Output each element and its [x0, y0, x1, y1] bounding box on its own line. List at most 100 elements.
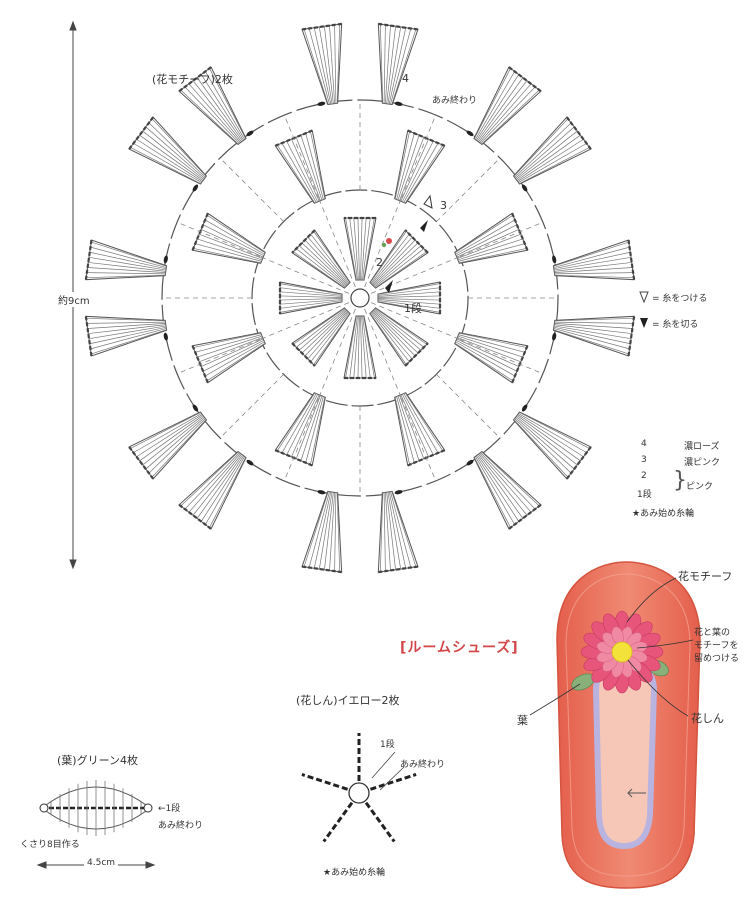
- attach-yarn-icon: [423, 194, 433, 209]
- legend-start-note: ★あみ始め糸輪: [632, 509, 695, 519]
- flower-center-start-note: ★あみ始め糸輪: [323, 868, 386, 878]
- round-2-petal: [291, 229, 351, 289]
- slip-stitch-mark: [246, 459, 254, 466]
- round-2-petal: [291, 307, 351, 367]
- chain-spoke: [219, 157, 284, 222]
- legend-row-color: 濃ピンク: [684, 458, 721, 468]
- slip-stitch-mark: [466, 459, 474, 466]
- round-4-petal: [473, 66, 542, 146]
- legend-row-num: 3: [641, 455, 647, 465]
- shoe-leaf-label: 葉: [517, 714, 528, 727]
- chain-spoke: [400, 397, 437, 482]
- slip-stitch-mark: [521, 404, 528, 412]
- shoe-flower-label: 花モチーフ: [678, 570, 733, 583]
- round-4-petal: [84, 239, 168, 281]
- slip-stitch-mark: [394, 490, 403, 495]
- round-3-petal: [454, 212, 529, 264]
- leaf-round-label: ←1段: [158, 804, 181, 814]
- slip-stitch-mark: [394, 101, 403, 106]
- slip-stitch-mark: [192, 404, 199, 412]
- shoe-attach-label-3: 留めつける: [694, 654, 740, 664]
- round-1-label: 1段: [404, 302, 422, 315]
- legend-row-color: 濃ローズ: [684, 442, 720, 452]
- round-3-petal: [274, 129, 326, 204]
- round-4-petal: [552, 315, 636, 357]
- slip-stitch-mark: [552, 255, 557, 264]
- slip-stitch-mark: [466, 130, 474, 137]
- chain-spoke: [364, 198, 402, 288]
- leaf-end-label: あみ終わり: [158, 821, 204, 831]
- chain-spoke: [219, 374, 284, 439]
- legend-row-num: 4: [641, 439, 647, 449]
- round-3-petal: [274, 392, 326, 467]
- slip-stitch-mark: [163, 255, 168, 264]
- chain-spoke: [436, 157, 501, 222]
- flower-center-end-label: あみ終わり: [400, 760, 446, 770]
- motif-end-label: あみ終わり: [432, 96, 478, 106]
- flower-center-title: (花しん)イエロー2枚: [296, 694, 400, 707]
- chain-spoke: [283, 397, 320, 482]
- legend-row-num: 1段: [637, 490, 652, 500]
- chain-spoke: [459, 221, 544, 258]
- round-4-petal: [512, 411, 592, 480]
- slip-stitch-mark: [317, 101, 326, 106]
- chain-spoke: [370, 256, 460, 294]
- slip-stitch-mark: [246, 130, 254, 137]
- chain-spoke: [260, 302, 350, 340]
- chain-spoke: [364, 308, 402, 398]
- leaf-title: (葉)グリーン4枚: [57, 754, 139, 767]
- slip-stitch-mark: [521, 184, 528, 192]
- flower-motif-title: (花モチーフ)2枚: [152, 73, 233, 86]
- chain-spoke: [400, 114, 437, 199]
- cut-yarn-icon: [385, 280, 393, 293]
- flower-decoration-icon: [386, 238, 392, 244]
- shoe-attach-label-1: 花と葉の: [694, 628, 731, 638]
- room-shoes-title: [ルームシューズ]: [400, 640, 519, 656]
- chain-spoke: [318, 308, 356, 398]
- flower-size-label: 約9cm: [58, 292, 90, 307]
- slip-stitch-mark: [192, 184, 199, 192]
- leaf-chain-note: くさり8目作る: [20, 840, 80, 850]
- round-4-petal: [301, 22, 343, 106]
- round-2-petal: [369, 307, 429, 367]
- legend-cut-yarn: = 糸を切る: [652, 320, 699, 330]
- chain-spoke: [436, 374, 501, 439]
- slip-stitch-mark: [163, 332, 168, 341]
- legend-row-color: ピンク: [686, 482, 714, 492]
- start-ring: [350, 288, 370, 308]
- cut-yarn-icon: [420, 220, 428, 232]
- round-3-petal: [394, 392, 446, 467]
- round-3-petal: [394, 129, 446, 204]
- shoe-attach-label-2: モチーフを: [694, 641, 739, 651]
- leaf-decoration-icon: [381, 242, 387, 248]
- slip-stitch-mark: [317, 490, 326, 495]
- chain-spoke: [459, 338, 544, 375]
- chain-spoke: [176, 338, 261, 375]
- chain-spoke: [370, 302, 460, 340]
- round-4-petal: [552, 239, 636, 281]
- shoe-center-label: 花しん: [691, 712, 724, 725]
- round-4-petal: [377, 490, 419, 574]
- round-3-label: 3: [440, 199, 447, 212]
- round-4-petal: [473, 450, 542, 530]
- round-3-petal: [454, 332, 529, 384]
- round-2-petal: [343, 216, 377, 281]
- round-4-petal: [128, 116, 208, 185]
- round-4-petal: [84, 315, 168, 357]
- round-4-petal: [178, 66, 247, 146]
- legend-attach-yarn: = 糸をつける: [652, 294, 708, 304]
- round-4-petal: [178, 450, 247, 530]
- slip-stitch-mark: [552, 332, 557, 341]
- chain-ring-outer: [161, 99, 559, 497]
- round-2-label: 2: [376, 256, 383, 269]
- round-3-petal: [191, 332, 266, 384]
- round-4-petal: [128, 411, 208, 480]
- round-4-label: 4: [402, 72, 409, 85]
- legend-row-num: 2: [641, 471, 647, 481]
- round-4-petal: [512, 116, 592, 185]
- round-4-petal: [377, 22, 419, 106]
- round-2-petal: [343, 315, 377, 380]
- round-2-petal: [377, 281, 442, 315]
- chain-spoke: [318, 198, 356, 288]
